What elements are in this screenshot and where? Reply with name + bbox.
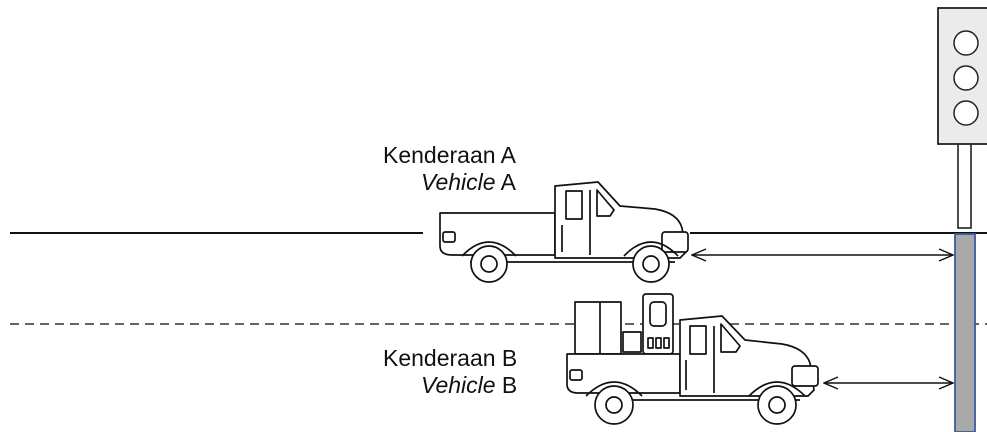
vehicle-b-name-en-suffix: B bbox=[495, 372, 518, 399]
vehicle-a-label: Kenderaan A Vehicle A bbox=[383, 142, 516, 196]
vehicle-b-name-en: Vehicle B bbox=[383, 372, 517, 399]
vehicle-b-name-ms: Kenderaan B bbox=[383, 345, 518, 371]
loaded-pickup-truck-icon bbox=[566, 293, 819, 425]
vehicle-b-label: Kenderaan B Vehicle B bbox=[383, 345, 517, 399]
pickup-truck-icon bbox=[439, 181, 689, 283]
vehicle-b-name-en-word: Vehicle bbox=[420, 372, 496, 399]
traffic-light-icon bbox=[937, 7, 987, 229]
vehicle-a-name-en-suffix: A bbox=[495, 169, 517, 196]
vehicle-a-name-ms: Kenderaan A bbox=[383, 142, 517, 168]
vehicle-a-name-en: Vehicle A bbox=[383, 169, 516, 196]
vehicle-a-name-en-word: Vehicle bbox=[420, 169, 496, 196]
stop-line bbox=[954, 233, 976, 432]
